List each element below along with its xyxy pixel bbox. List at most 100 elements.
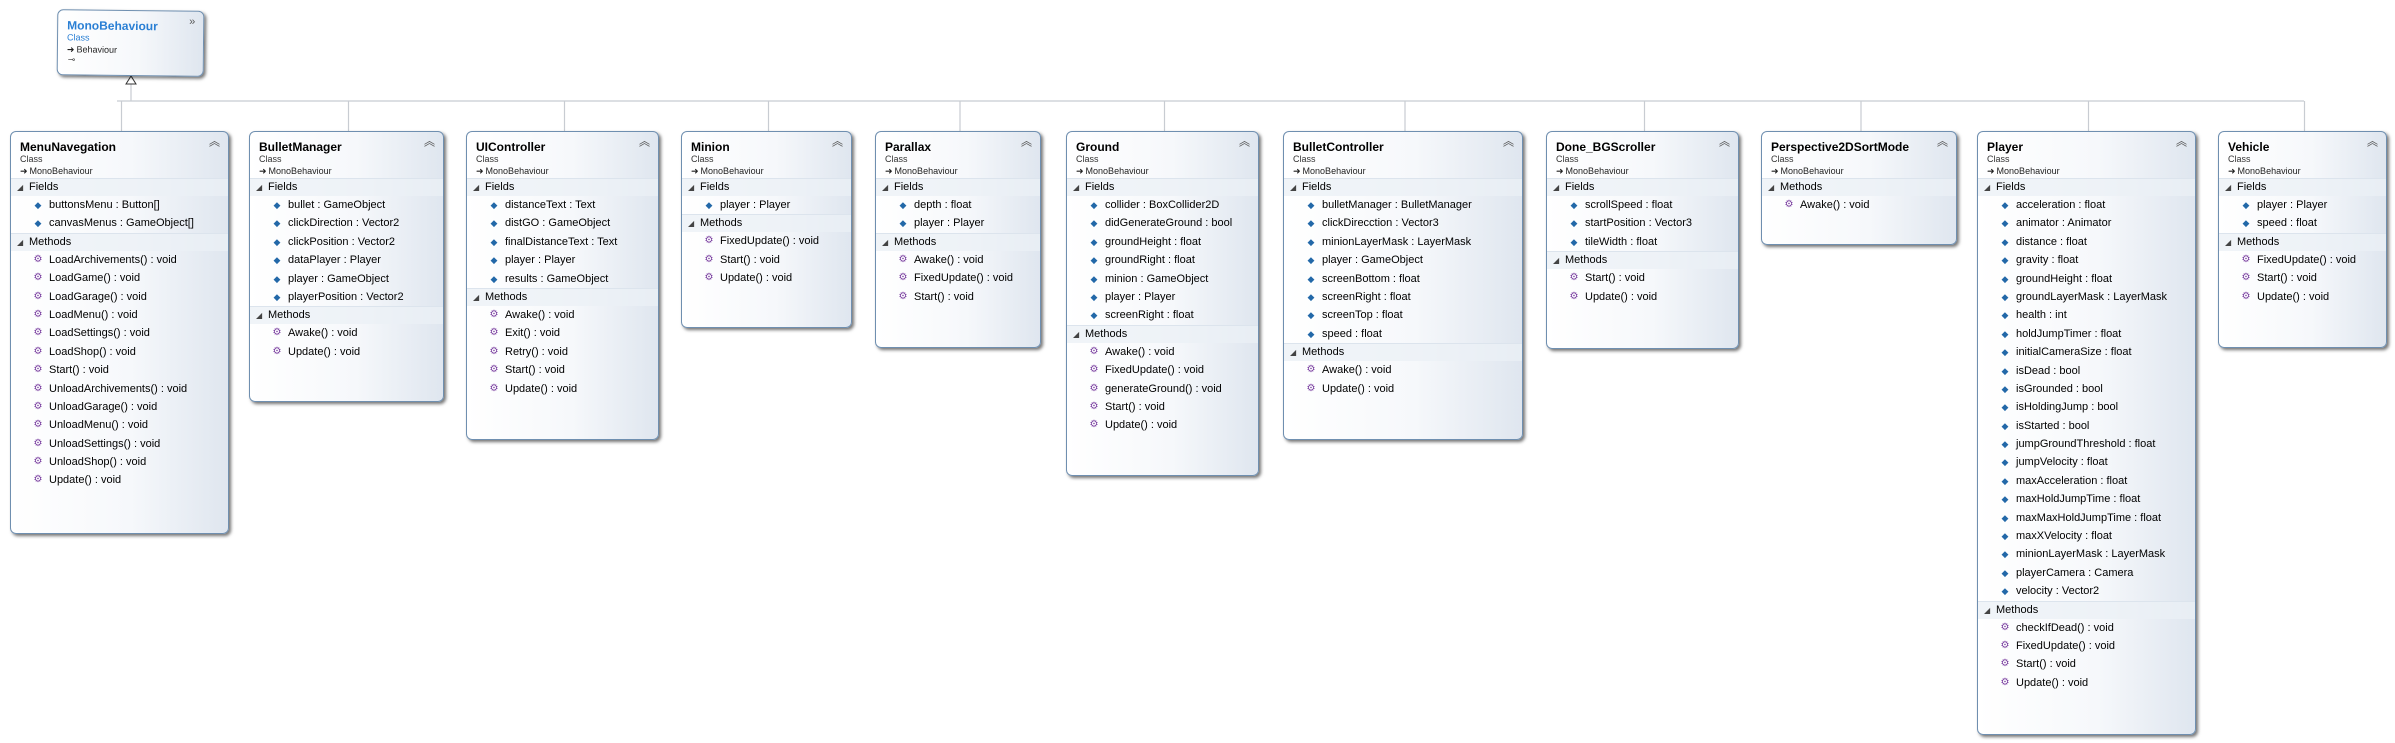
double-chevron-up-icon[interactable]: ︽ [1937,134,1948,150]
method-item[interactable]: ⚙Start() : void [682,251,851,269]
method-item[interactable]: ⚙LoadMenu() : void [11,306,228,324]
method-item[interactable]: ⚙Start() : void [1067,398,1258,416]
field-item[interactable]: ◆clickDirecction : Vector3 [1284,214,1522,232]
double-chevron-up-icon[interactable]: ︽ [832,134,843,150]
field-item[interactable]: ◆groundRight : float [1067,251,1258,269]
collapse-triangle-icon[interactable]: ◢ [256,183,263,192]
collapse-triangle-icon[interactable]: ◢ [1768,183,1775,192]
section-header-fields[interactable]: ◢Fields [682,178,851,196]
method-item[interactable]: ⚙FixedUpdate() : void [1978,637,2195,655]
field-item[interactable]: ◆distanceText : Text [467,196,658,214]
section-header-methods[interactable]: ◢Methods [1284,343,1522,362]
section-header-methods[interactable]: ◢Methods [1762,178,1956,196]
field-item[interactable]: ◆screenRight : float [1284,288,1522,306]
collapse-triangle-icon[interactable]: ◢ [2225,237,2232,247]
section-header-methods[interactable]: ◢Methods [682,214,851,233]
double-chevron-up-icon[interactable]: ︽ [1719,134,1730,150]
method-item[interactable]: ⚙Awake() : void [1067,343,1258,361]
collapse-triangle-icon[interactable]: ◢ [1984,605,1991,615]
section-header-methods[interactable]: ◢Methods [1067,324,1258,343]
field-item[interactable]: ◆canvasMenus : GameObject[] [11,214,228,232]
method-item[interactable]: ⚙UnloadGarage() : void [11,398,228,416]
field-item[interactable]: ◆acceleration : float [1978,196,2195,214]
collapse-triangle-icon[interactable]: ◢ [882,237,889,247]
field-item[interactable]: ◆isDead : bool [1978,362,2195,380]
field-item[interactable]: ◆animator : Animator [1978,214,2195,232]
field-item[interactable]: ◆speed : float [1284,325,1522,343]
method-item[interactable]: ⚙Start() : void [876,288,1040,306]
method-item[interactable]: ⚙Retry() : void [467,343,658,361]
section-header-fields[interactable]: ◢Fields [467,178,658,196]
collapse-triangle-icon[interactable]: ◢ [2225,183,2232,192]
section-header-fields[interactable]: ◢Fields [1284,178,1522,196]
method-item[interactable]: ⚙Update() : void [1284,380,1522,398]
double-chevron-up-icon[interactable]: ︽ [209,134,220,150]
method-item[interactable]: ⚙UnloadMenu() : void [11,416,228,434]
method-item[interactable]: ⚙Update() : void [11,471,228,489]
collapse-triangle-icon[interactable]: ◢ [1553,183,1560,192]
section-header-methods[interactable]: ◢Methods [1547,251,1738,270]
section-header-fields[interactable]: ◢Fields [11,178,228,196]
field-item[interactable]: ◆screenBottom : float [1284,270,1522,288]
method-item[interactable]: ⚙Start() : void [467,361,658,379]
method-item[interactable]: ⚙Update() : void [1547,288,1738,306]
collapse-triangle-icon[interactable]: ◢ [1290,348,1297,358]
section-header-methods[interactable]: ◢Methods [876,232,1040,251]
method-item[interactable]: ⚙Awake() : void [1762,196,1956,214]
double-chevron-up-icon[interactable]: ︽ [639,134,650,150]
field-item[interactable]: ◆groundHeight : float [1067,233,1258,251]
collapse-triangle-icon[interactable]: ◢ [17,237,24,247]
method-item[interactable]: ⚙generateGround() : void [1067,380,1258,398]
method-item[interactable]: ⚙Update() : void [467,380,658,398]
section-header-fields[interactable]: ◢Fields [1547,178,1738,196]
field-item[interactable]: ◆player : Player [876,214,1040,232]
class-box-monobehaviour[interactable]: MonoBehaviour Class ➜Behaviour ⊸ » [56,9,205,77]
method-item[interactable]: ⚙Update() : void [2219,288,2386,306]
field-item[interactable]: ◆speed : float [2219,214,2386,232]
method-item[interactable]: ⚙LoadArchivements() : void [11,251,228,269]
collapse-triangle-icon[interactable]: ◢ [1073,183,1080,192]
section-header-methods[interactable]: ◢Methods [11,232,228,251]
field-item[interactable]: ◆startPosition : Vector3 [1547,214,1738,232]
field-item[interactable]: ◆isHoldingJump : bool [1978,398,2195,416]
section-header-fields[interactable]: ◢Fields [2219,178,2386,196]
field-item[interactable]: ◆dataPlayer : Player [250,251,443,269]
field-item[interactable]: ◆clickPosition : Vector2 [250,233,443,251]
field-item[interactable]: ◆buttonsMenu : Button[] [11,196,228,214]
section-header-methods[interactable]: ◢Methods [467,287,658,306]
method-item[interactable]: ⚙Update() : void [250,343,443,361]
method-item[interactable]: ⚙LoadGame() : void [11,269,228,287]
field-item[interactable]: ◆collider : BoxCollider2D [1067,196,1258,214]
field-item[interactable]: ◆screenTop : float [1284,306,1522,324]
double-chevron-down-icon[interactable]: » [189,15,196,28]
field-item[interactable]: ◆maxMaxHoldJumpTime : float [1978,509,2195,527]
method-item[interactable]: ⚙Start() : void [1978,655,2195,673]
field-item[interactable]: ◆screenRight : float [1067,306,1258,324]
method-item[interactable]: ⚙UnloadSettings() : void [11,435,228,453]
field-item[interactable]: ◆isGrounded : bool [1978,380,2195,398]
method-item[interactable]: ⚙FixedUpdate() : void [876,269,1040,287]
field-item[interactable]: ◆player : GameObject [1284,251,1522,269]
method-item[interactable]: ⚙UnloadArchivements() : void [11,380,228,398]
method-item[interactable]: ⚙Update() : void [1067,416,1258,434]
field-item[interactable]: ◆results : GameObject [467,270,658,288]
field-item[interactable]: ◆distGO : GameObject [467,214,658,232]
field-item[interactable]: ◆minionLayerMask : LayerMask [1978,545,2195,563]
section-header-fields[interactable]: ◢Fields [250,178,443,196]
method-item[interactable]: ⚙FixedUpdate() : void [2219,251,2386,269]
method-item[interactable]: ⚙Update() : void [1978,674,2195,692]
field-item[interactable]: ◆minionLayerMask : LayerMask [1284,233,1522,251]
method-item[interactable]: ⚙Awake() : void [467,306,658,324]
method-item[interactable]: ⚙Start() : void [2219,269,2386,287]
field-item[interactable]: ◆player : Player [2219,196,2386,214]
section-header-methods[interactable]: ◢Methods [1978,600,2195,619]
field-item[interactable]: ◆holdJumpTimer : float [1978,325,2195,343]
field-item[interactable]: ◆player : GameObject [250,270,443,288]
double-chevron-up-icon[interactable]: ︽ [424,134,435,150]
field-item[interactable]: ◆finalDistanceText : Text [467,233,658,251]
double-chevron-up-icon[interactable]: ︽ [1239,134,1250,150]
double-chevron-up-icon[interactable]: ︽ [2367,134,2378,150]
